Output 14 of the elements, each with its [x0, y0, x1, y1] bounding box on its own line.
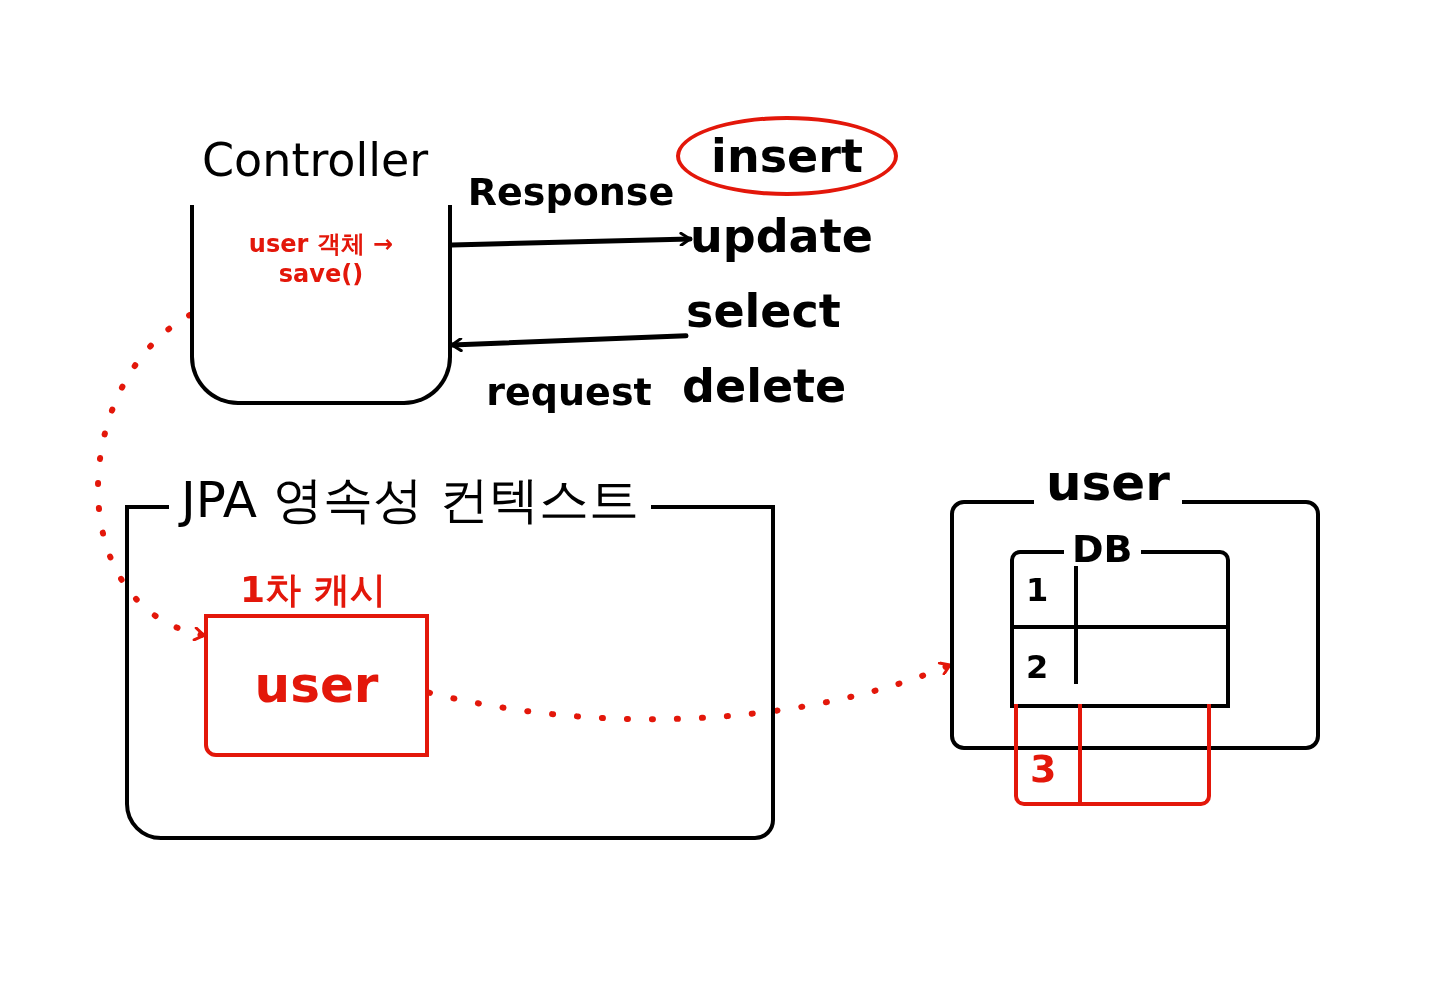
table-row: 2 — [1014, 629, 1226, 704]
dotted-arrow — [426, 661, 953, 723]
arrow — [449, 231, 693, 248]
operation-label: select — [686, 280, 876, 342]
operation-label: update — [690, 205, 880, 267]
entity-label: user — [254, 655, 379, 716]
dotted-arrow — [95, 312, 207, 640]
box-heading: Controller — [202, 137, 429, 183]
box-note: user 객체 → save() — [247, 229, 395, 289]
box-heading: 1차 캐시 — [239, 572, 387, 608]
operation-label: delete — [682, 355, 872, 417]
circled-operation: insert — [676, 116, 898, 196]
new-table-row: 3 — [1014, 704, 1211, 806]
arrow — [449, 333, 689, 353]
